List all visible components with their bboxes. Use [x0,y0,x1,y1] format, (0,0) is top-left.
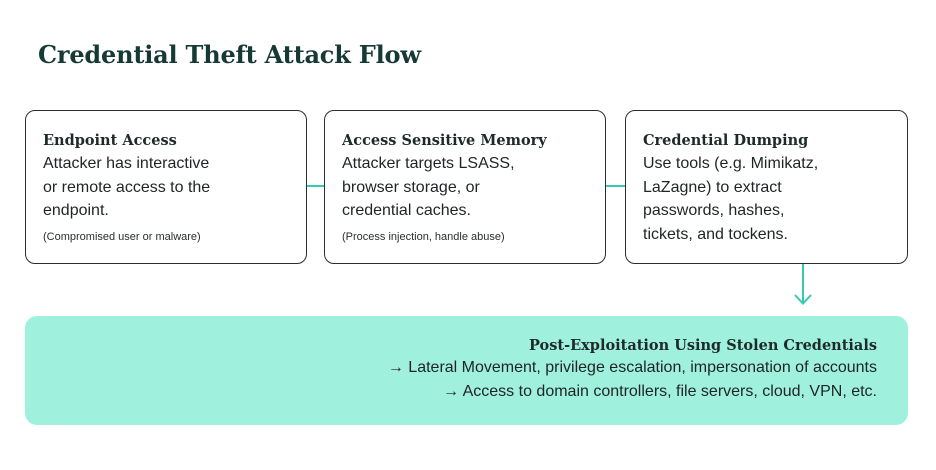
step-title: Endpoint Access [43,132,177,149]
step-description-line: Attacker has interactive [43,155,210,172]
result-line: → Lateral Movement, privilege escalation… [387,359,877,376]
step-description-line: credential caches. [342,202,471,219]
step-description-line: tickets, and tockens. [643,225,788,243]
post-exploitation-box: Post-Exploitation Using Stolen Credentia… [25,316,908,425]
step-note: (Process injection, handle abuse) [342,230,505,243]
step-description-line: browser storage, or [342,178,480,196]
arrow-down-icon [794,264,812,305]
step-title: Credential Dumping [643,132,809,149]
connector-line [307,185,324,187]
step-note: (Compromised user or malware) [43,230,201,243]
step-description: Attacker targets LSASS, browser storage,… [342,152,589,223]
step-description-line: Attacker targets LSASS, [342,155,515,172]
step-endpoint-access: Endpoint Access Attacker has interactive… [25,110,307,264]
step-credential-dumping: Credential Dumping Use tools (e.g. Mimik… [625,110,908,264]
step-title: Access Sensitive Memory [342,132,547,149]
diagram-title: Credential Theft Attack Flow [38,40,421,69]
step-description-line: LaZagne) to extract [643,178,782,196]
step-description-line: Use tools (e.g. Mimikatz, [643,155,819,172]
step-description: Use tools (e.g. Mimikatz, LaZagne) to ex… [643,152,891,246]
connector-line [606,185,625,187]
step-description-line: or remote access to the [43,178,211,196]
step-description: Attacker has interactive or remote acces… [43,152,290,223]
step-description-line: passwords, hashes, [643,202,785,219]
result-line: → Access to domain controllers, file ser… [443,383,877,400]
step-access-sensitive-memory: Access Sensitive Memory Attacker targets… [324,110,606,264]
result-title: Post-Exploitation Using Stolen Credentia… [529,337,877,354]
step-description-line: endpoint. [43,202,109,219]
